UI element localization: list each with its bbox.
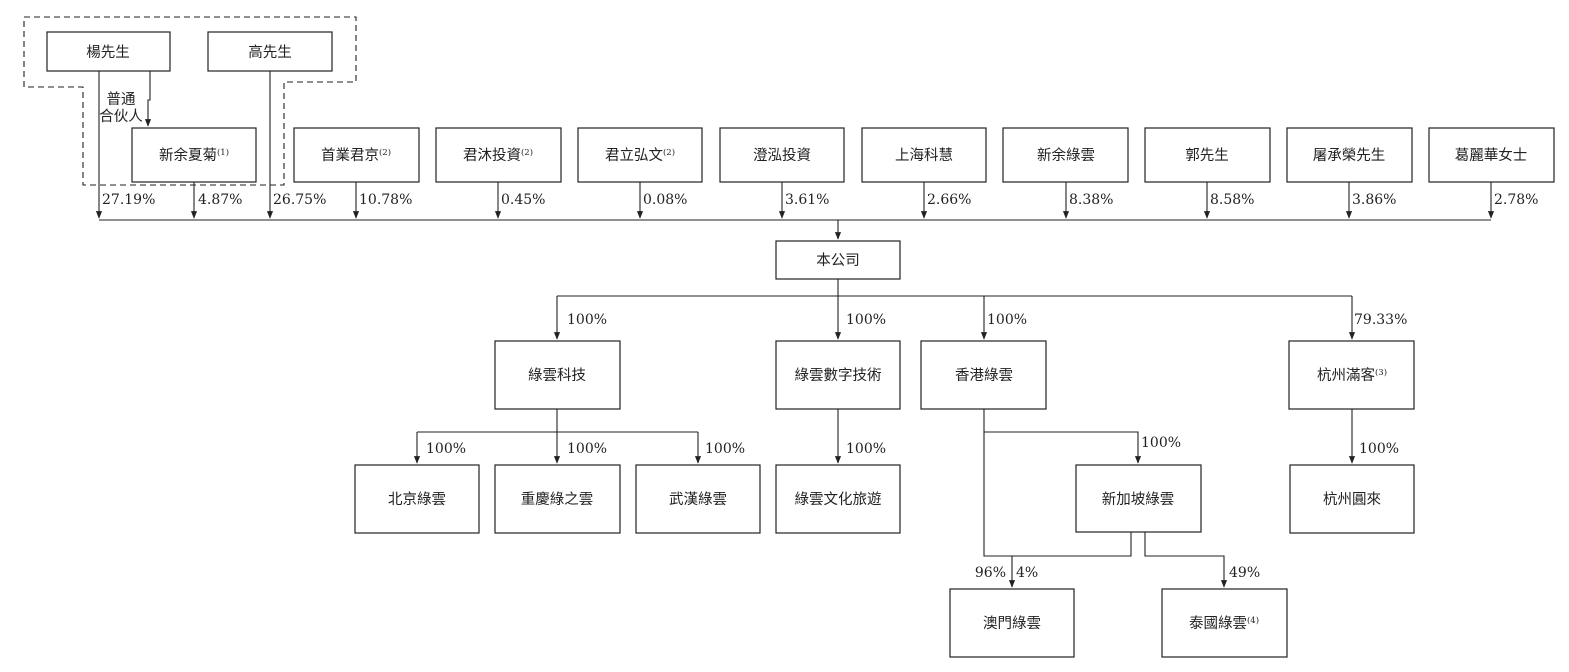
node-lvyun-keji: 綠雲科技 (494, 340, 621, 410)
pct-cq-lvzhiyun: 100% (567, 441, 607, 457)
node-hk-lvyun-label: 香港綠雲 (955, 367, 1013, 384)
pct-wh-lvyun: 100% (705, 441, 745, 457)
node-shanghai-kehui: 上海科慧 (861, 127, 987, 183)
general-partner-label-line1: 普通 (107, 91, 136, 108)
node-company-label: 本公司 (816, 252, 860, 269)
node-yang: 楊先生 (46, 31, 171, 72)
node-th-lvyun: 泰國綠雲(4) (1161, 588, 1288, 658)
node-hz-yuanlai-label: 杭州圓來 (1323, 491, 1381, 508)
pct-junli: 0.08% (643, 192, 687, 208)
node-junmu-label: 君沐投資(2) (463, 147, 533, 164)
node-mo-lvyun-label: 澳門綠雲 (983, 615, 1041, 632)
pct-lvyun-wenhua: 100% (846, 441, 886, 457)
pct-shouye: 10.78% (359, 192, 412, 208)
node-junmu: 君沐投資(2) (435, 127, 562, 183)
node-ge-label: 葛麗華女士 (1455, 146, 1528, 164)
node-shouye-label: 首業君京(2) (321, 147, 391, 164)
node-lvyun-keji-label: 綠雲科技 (528, 367, 586, 384)
pct-junmu: 0.45% (501, 192, 545, 208)
node-shouye: 首業君京(2) (293, 127, 420, 183)
node-tu-label: 屠承榮先生 (1313, 147, 1386, 164)
node-gao: 高先生 (207, 31, 333, 72)
node-th-lvyun-label: 泰國綠雲(4) (1189, 615, 1259, 632)
pct-hz-mike: 79.33% (1354, 312, 1407, 328)
pct-th-lvyun: 49% (1229, 565, 1260, 581)
node-gao-label: 高先生 (248, 44, 292, 61)
node-wh-lvyun-label: 武漢綠雲 (669, 491, 727, 508)
node-hz-yuanlai: 杭州圓來 (1289, 464, 1415, 534)
node-lvyun-wenhua-label: 綠雲文化旅遊 (795, 491, 882, 508)
node-xinyu-xiaju: 新余夏菊(1) (131, 127, 257, 183)
node-guo: 郭先生 (1144, 127, 1271, 183)
node-cq-lvzhiyun-label: 重慶綠之雲 (521, 491, 594, 508)
node-xinyu-lvyun: 新余綠雲 (1002, 127, 1129, 183)
node-hz-mike-label: 杭州滿客(3) (1317, 367, 1387, 384)
node-hk-lvyun: 香港綠雲 (920, 340, 1047, 410)
connector-lines (95, 71, 1495, 588)
pct-guo: 8.58% (1210, 192, 1254, 208)
shareholding-percentages: 27.19% 4.87% 26.75% 10.78% 0.45% 0.08% 3… (102, 192, 1538, 208)
pct-yang: 27.19% (102, 192, 155, 208)
pct-tu: 3.86% (1352, 192, 1396, 208)
pct-mo-from-sg: 4% (1016, 565, 1038, 581)
node-ge: 葛麗華女士 (1428, 127, 1555, 183)
pct-ge: 2.78% (1494, 192, 1538, 208)
subsidiary-percentages: 100% 100% 100% 79.33% 100% 100% 100% 100… (426, 312, 1407, 581)
node-guo-label: 郭先生 (1185, 147, 1229, 164)
node-bj-lvyun-label: 北京綠雲 (388, 491, 446, 508)
node-shanghai-kehui-label: 上海科慧 (895, 147, 953, 164)
pct-gao: 26.75% (273, 192, 326, 208)
pct-lvyun-shuzi: 100% (846, 312, 886, 328)
pct-sg-lvyun: 100% (1141, 435, 1181, 451)
pct-hz-yuanlai: 100% (1359, 441, 1399, 457)
node-xinyu-xiaju-label: 新余夏菊(1) (159, 146, 229, 164)
node-lvyun-shuzi: 綠雲數字技術 (775, 340, 901, 410)
pct-chenghong: 3.61% (785, 192, 829, 208)
node-yang-label: 楊先生 (86, 44, 130, 61)
node-bj-lvyun: 北京綠雲 (354, 464, 480, 534)
node-lvyun-wenhua: 綠雲文化旅遊 (775, 464, 901, 534)
pct-shanghai-kehui: 2.66% (927, 192, 971, 208)
pct-xinyu-xiaju: 4.87% (198, 192, 242, 208)
pct-lvyun-keji: 100% (567, 312, 607, 328)
node-company: 本公司 (775, 240, 901, 280)
node-chenghong-label: 澄泓投資 (753, 147, 811, 164)
general-partner-label-line2: 合伙人 (99, 108, 143, 125)
node-sg-lvyun-label: 新加坡綠雲 (1102, 491, 1175, 508)
node-wh-lvyun: 武漢綠雲 (635, 464, 761, 534)
node-cq-lvzhiyun: 重慶綠之雲 (494, 464, 621, 534)
node-chenghong: 澄泓投資 (719, 127, 845, 183)
pct-xinyu-lvyun: 8.38% (1069, 192, 1113, 208)
pct-bj-lvyun: 100% (426, 441, 466, 457)
node-tu: 屠承榮先生 (1286, 127, 1413, 183)
pct-mo-from-hk: 96% (975, 565, 1006, 581)
node-junli: 君立弘文(2) (577, 127, 703, 183)
node-sg-lvyun: 新加坡綠雲 (1075, 464, 1202, 533)
node-xinyu-lvyun-label: 新余綠雲 (1037, 146, 1095, 164)
concert-party-outline (23, 16, 357, 186)
node-mo-lvyun: 澳門綠雲 (949, 588, 1075, 658)
pct-hk-lvyun: 100% (987, 312, 1027, 328)
node-lvyun-shuzi-label: 綠雲數字技術 (795, 367, 882, 384)
node-junli-label: 君立弘文(2) (605, 147, 675, 164)
node-hz-mike: 杭州滿客(3) (1288, 340, 1415, 410)
